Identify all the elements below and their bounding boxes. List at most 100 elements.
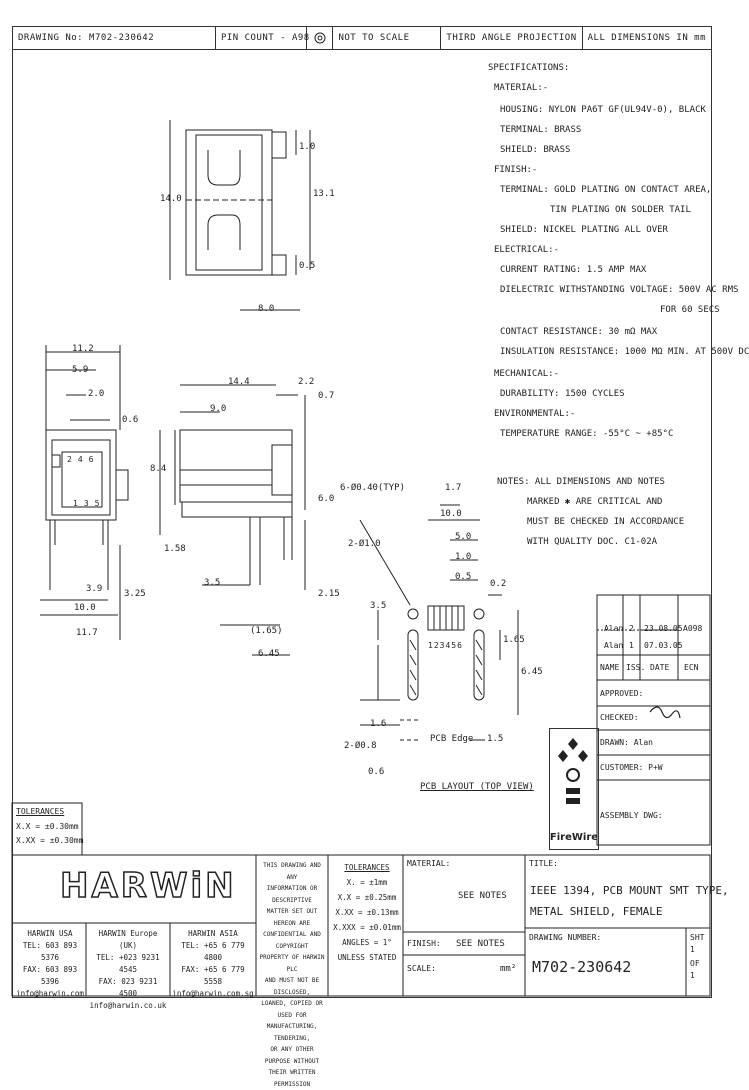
- spec-line: DURABILITY: 1500 CYCLES: [500, 389, 625, 399]
- material-label: MATERIAL:: [407, 859, 451, 868]
- approved-label: APPROVED:: [600, 689, 644, 698]
- dim-label: 14.4: [228, 377, 250, 387]
- rev-row-1-iss: 2: [629, 624, 634, 633]
- note-line: MUST BE CHECKED IN ACCORDANCE: [527, 517, 685, 527]
- drawing-number-header: DRAWING No: M702-230642: [13, 27, 216, 49]
- drawn-label: DRAWN: Alan: [600, 738, 653, 747]
- rev-row-1-name: Alan: [604, 624, 624, 633]
- pin-count-header: PIN COUNT - A98: [216, 27, 309, 49]
- spec-line: ENVIRONMENTAL:-: [494, 409, 576, 419]
- projection-symbol-icon: [307, 27, 334, 49]
- tolerance-title: TOLERANCES: [16, 807, 65, 816]
- dim-label: 10.0: [440, 509, 462, 519]
- asia-line: FAX: +65 6 779 5558: [181, 965, 245, 986]
- copyright-line: PROPERTY OF HARWIN PLC: [259, 954, 325, 973]
- front-pin-labels-bottom: 135: [73, 499, 106, 508]
- sheet-label: SHT: [690, 933, 705, 942]
- dim-label: 0.5: [455, 572, 472, 582]
- customer-label: CUSTOMER: P+W: [600, 763, 663, 772]
- title-line-2: METAL SHIELD, FEMALE: [530, 905, 663, 918]
- spec-line: FOR 60 SECS: [660, 305, 720, 315]
- spec-line: SHIELD: NICKEL PLATING ALL OVER: [500, 225, 668, 235]
- dim-label: 10.0: [74, 603, 96, 613]
- dim-label: 5.0: [455, 532, 472, 542]
- projection-header: THIRD ANGLE PROJECTION: [441, 27, 583, 49]
- dim-label: 1.65: [503, 635, 525, 645]
- spec-line: DIELECTRIC WITHSTANDING VOLTAGE: 500V AC…: [500, 285, 739, 295]
- pcb-layout-drawing: [359, 504, 519, 741]
- spec-line: MECHANICAL:-: [494, 369, 560, 379]
- dim-label: 1.7: [445, 483, 462, 493]
- asia-line: HARWIN ASIA: [188, 929, 238, 938]
- harwin-logo: HARWiN: [59, 865, 237, 907]
- title-tolerance-heading: TOLERANCES: [344, 863, 390, 872]
- spec-line: SPECIFICATIONS:: [488, 63, 570, 73]
- dim-label: 13.1: [313, 189, 335, 199]
- dim-label: 2.0: [88, 389, 105, 399]
- top-view-drawing: [169, 120, 311, 311]
- dim-label: 3.5: [204, 578, 221, 588]
- dim-label: 2.15: [318, 589, 340, 599]
- europe-line: TEL: +023 9231 4545: [96, 953, 160, 974]
- copyright-notice: THIS DRAWING AND ANY INFORMATION OR DESCR…: [258, 860, 326, 1090]
- copyright-line: CONFIDENTIAL AND COPYRIGHT: [263, 931, 321, 950]
- dim-label: (1.65): [250, 626, 283, 636]
- dim-label: 9.0: [210, 404, 227, 414]
- copyright-line: THIS DRAWING AND ANY: [263, 862, 321, 881]
- dim-label: 2-Ø0.8: [344, 741, 377, 751]
- copyright-line: THEIR WRITTEN PERMISSION: [268, 1069, 316, 1088]
- spec-line: TIN PLATING ON SOLDER TAIL: [550, 205, 691, 215]
- title-tolerance-line: X. = ±1mm: [346, 878, 388, 887]
- dim-label: 6.45: [521, 667, 543, 677]
- dim-label: 6.0: [318, 494, 335, 504]
- copyright-line: LOANED, COPIED OR USED FOR: [261, 1000, 323, 1019]
- title-tolerance-line: X.XXX = ±0.01mm: [333, 923, 401, 932]
- front-pin-labels-top: 246: [67, 455, 100, 464]
- header-strip: DRAWING No: M702-230642 PIN COUNT - A98 …: [12, 26, 712, 50]
- rev-row-1-ecn: A098: [683, 624, 703, 633]
- spec-line: CONTACT RESISTANCE: 30 mΩ MAX: [500, 327, 658, 337]
- dim-label: 11.7: [76, 628, 98, 638]
- rev-header-name: NAME: [600, 663, 620, 672]
- spec-line: HOUSING: NYLON PA6T GF(UL94V-0), BLACK: [500, 105, 706, 115]
- copyright-line: INFORMATION OR DESCRIPTIVE: [266, 885, 318, 904]
- dim-label: 2.2: [298, 377, 315, 387]
- sheet-value: 1: [690, 945, 695, 954]
- drawing-number-value: M702-230642: [532, 958, 632, 976]
- usa-line: info@harwin.com: [16, 989, 84, 998]
- spec-line: TERMINAL: BRASS: [500, 125, 582, 135]
- scale-value: mm²: [500, 964, 517, 974]
- title-line-1: IEEE 1394, PCB MOUNT SMT TYPE,: [530, 884, 729, 897]
- dim-label: 0.5: [299, 261, 316, 271]
- note-line: NOTES: ALL DIMENSIONS AND NOTES: [497, 477, 665, 487]
- dim-label: 3.5: [370, 601, 387, 611]
- note-line: WITH QUALITY DOC. C1-02A: [527, 537, 658, 547]
- title-label: TITLE:: [529, 859, 558, 868]
- pcb-layout-title: PCB LAYOUT (TOP VIEW): [420, 782, 534, 792]
- dim-label: 3.25: [124, 589, 146, 599]
- material-value: SEE NOTES: [458, 891, 507, 901]
- finish-label: FINISH:: [407, 939, 441, 948]
- spec-line: MATERIAL:-: [494, 83, 549, 93]
- rev-row-2-name: Alan: [604, 641, 624, 650]
- tolerance-line-2: X.XX = ±0.30mm: [16, 836, 84, 845]
- usa-line: HARWIN USA: [27, 929, 73, 938]
- europe-line: info@harwin.co.uk: [89, 1001, 167, 1010]
- copyright-line: MANUFACTURING, TENDERING,: [266, 1023, 318, 1042]
- dim-label: 2-Ø1.0: [348, 539, 381, 549]
- asia-line: info@harwin.com.sg: [172, 989, 254, 998]
- finish-value: SEE NOTES: [456, 939, 505, 949]
- pcb-pin-numbers: 123456: [428, 641, 463, 650]
- dim-label: 0.6: [368, 767, 385, 777]
- dim-label: 6-Ø0.40(TYP): [340, 483, 406, 493]
- title-tolerance-line: ANGLES = 1°: [342, 938, 392, 947]
- dim-label: 1.5: [487, 734, 504, 744]
- dim-label: 6.45: [258, 649, 280, 659]
- usa-line: FAX: 603 893 5396: [22, 965, 78, 986]
- spec-line: ELECTRICAL:-: [494, 245, 560, 255]
- units-header: ALL DIMENSIONS IN mm: [587, 33, 706, 43]
- dim-label: 8.4: [150, 464, 167, 474]
